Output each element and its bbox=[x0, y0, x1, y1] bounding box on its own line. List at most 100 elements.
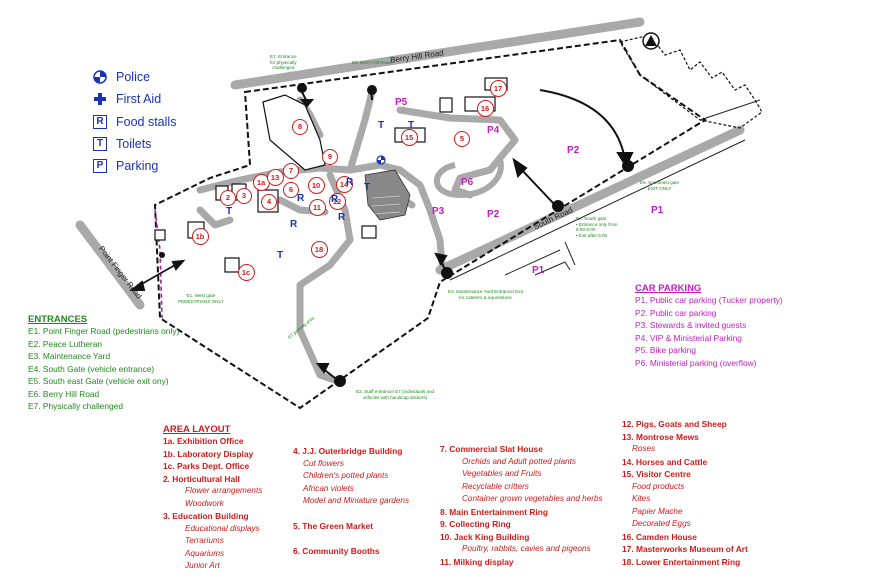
arrow-e4 bbox=[519, 167, 556, 206]
map-marker-11: 11 bbox=[308, 198, 326, 216]
west-boundary bbox=[154, 209, 163, 319]
parking-marker-p1: P1 bbox=[651, 205, 664, 216]
parking-marker-p3: P3 bbox=[432, 206, 445, 217]
building-1c bbox=[224, 257, 240, 273]
food-stall-icon: R bbox=[297, 193, 305, 204]
area-layout-subitem: Children's potted plants bbox=[303, 471, 389, 480]
barn-complex bbox=[364, 169, 411, 221]
area-layout-subitem: Poultry, rabbits, cavies and pigeons bbox=[462, 544, 591, 553]
area-layout-item: 1a. Exhibition Office bbox=[163, 436, 244, 446]
car-parking-section: CAR PARKING P1. Public car parking (Tuck… bbox=[635, 283, 783, 369]
entrance-item: E1. Point Finger Road (pedestrians only) bbox=[28, 326, 180, 336]
area-layout-item: 17. Masterworks Museum of Art bbox=[622, 544, 748, 554]
map-marker-5: 5 bbox=[454, 131, 470, 147]
area-layout-subitem: Food products bbox=[632, 481, 685, 491]
legend-label: Food stalls bbox=[116, 115, 177, 129]
food-stall-icon: R bbox=[331, 194, 339, 205]
parking-marker-p6: P6 bbox=[461, 177, 474, 188]
area-layout-item: 13. Montrose Mews bbox=[622, 431, 699, 442]
direction-arrows bbox=[129, 87, 634, 379]
gate-e4 bbox=[552, 200, 564, 212]
gate-e2 bbox=[334, 375, 346, 387]
parking-marker-p4: P4 bbox=[487, 125, 500, 136]
area-layout-item: 18. Lower Entertainment Ring bbox=[622, 556, 741, 567]
entrance-item: E5. South east Gate (vehicle exit ony) bbox=[28, 376, 169, 386]
point-finger-road bbox=[75, 220, 145, 310]
entrances-section: ENTRANCES E1. Point Finger Road (pedestr… bbox=[28, 314, 179, 413]
parking-marker-p2: P2 bbox=[567, 145, 580, 156]
food-stall-icon: R bbox=[346, 177, 354, 188]
area-layout-item: 1b. Laboratory Display bbox=[163, 448, 254, 459]
map-marker-18: 18 bbox=[310, 240, 328, 258]
car-parking-item: P3. Stewards & invited guests bbox=[635, 320, 747, 330]
gate-e3 bbox=[441, 267, 453, 279]
car-parking-item: P6. Ministerial parking (overflow) bbox=[635, 357, 757, 368]
car-parking-list: P1. Public car parking (Tucker property)… bbox=[635, 294, 783, 369]
food-stall-icon: R bbox=[93, 115, 107, 129]
toilet-icon: T bbox=[226, 206, 233, 217]
entrance-item: E2. Peace Lutheran bbox=[28, 338, 103, 349]
area-layout-item: 11. Milking display bbox=[440, 556, 514, 567]
entrances-list: E1. Point Finger Road (pedestrians only)… bbox=[28, 325, 179, 413]
legend-label: Parking bbox=[116, 159, 159, 173]
area-layout-item: 2. Horticultural Hall bbox=[163, 473, 240, 484]
area-layout-subitem: Kites bbox=[632, 494, 651, 503]
spacer bbox=[293, 533, 409, 546]
police-badge-icon bbox=[376, 152, 386, 170]
toilet-icon: T bbox=[408, 120, 415, 131]
area-layout-subitem: Woodwork bbox=[185, 498, 224, 508]
police-badge-icon bbox=[93, 70, 107, 84]
legend-label: Toilets bbox=[116, 137, 152, 151]
map-marker-10: 10 bbox=[307, 176, 325, 194]
parking-marker-p2: P2 bbox=[487, 209, 500, 220]
car-parking-title: CAR PARKING bbox=[635, 283, 702, 294]
gate-e1 bbox=[159, 252, 165, 258]
parking-marker-p1: P1 bbox=[532, 265, 545, 276]
area-layout-subitem: Educational displays bbox=[185, 523, 260, 533]
parking-marker-p5: P5 bbox=[395, 97, 408, 108]
map-marker-9: 9 bbox=[322, 149, 338, 165]
map-marker-15: 15 bbox=[400, 128, 418, 146]
entrance-item: E6. Berry Hill Road bbox=[28, 388, 100, 399]
map-marker-1c: 1c bbox=[237, 263, 255, 281]
area-layout-subitem: Terrariums bbox=[185, 536, 224, 545]
food-stall-icon: R bbox=[338, 212, 346, 223]
north-triangle-icon bbox=[642, 32, 660, 50]
legend-police: Police bbox=[93, 68, 150, 86]
entrances-title: ENTRANCES bbox=[28, 314, 88, 325]
area-layout-subitem: Cut flowers bbox=[303, 458, 344, 468]
car-parking-item: P5. Bike parking bbox=[635, 345, 696, 355]
area-layout-subitem: Recyclable critters bbox=[462, 481, 529, 491]
area-layout-item: 15. Visitor Centre bbox=[622, 469, 691, 479]
map-marker-4: 4 bbox=[261, 194, 277, 210]
toilet-icon: T bbox=[93, 137, 107, 151]
south-road bbox=[435, 125, 745, 275]
food-stall-icon: R bbox=[290, 219, 298, 230]
legend-label: First Aid bbox=[116, 92, 162, 106]
area-layout-subitem: Decorated Eggs bbox=[632, 519, 691, 528]
area-layout-subitem: Aquariums bbox=[185, 548, 225, 558]
area-layout-item: 10. Jack King Building bbox=[440, 531, 530, 542]
spacer bbox=[293, 508, 409, 521]
toilet-icon: T bbox=[277, 250, 284, 261]
legend-first-aid: First Aid bbox=[93, 90, 161, 108]
area-layout-subitem: Vegetables and Fruits bbox=[462, 469, 542, 478]
building-small-1 bbox=[361, 225, 377, 239]
legend-food-stalls: R Food stalls bbox=[93, 113, 176, 131]
area-layout-item: 5. The Green Market bbox=[293, 521, 374, 531]
toilet-icon: T bbox=[364, 182, 371, 193]
map-marker-6: 6 bbox=[283, 182, 299, 198]
legend-label: Police bbox=[116, 70, 151, 84]
area-layout-item: 9. Collecting Ring bbox=[440, 519, 511, 529]
area-layout-item: 8. Main Entertainment Ring bbox=[440, 506, 548, 517]
area-layout-item: 1c. Parks Dept. Office bbox=[163, 461, 250, 471]
entrance-item: E7. Physically challenged bbox=[28, 401, 123, 411]
